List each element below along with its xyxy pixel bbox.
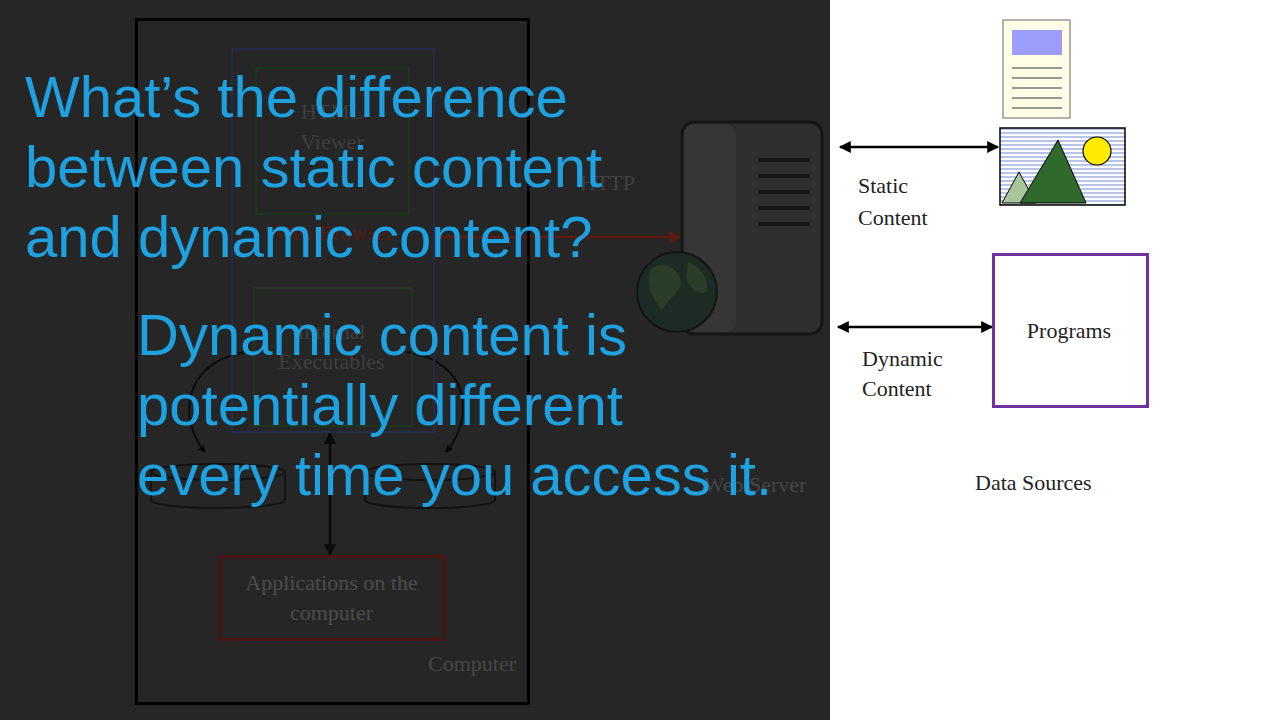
image-icon xyxy=(1020,140,1086,203)
image-icon xyxy=(1000,128,1125,205)
document-icon xyxy=(1012,107,1062,109)
server-icon xyxy=(758,190,810,194)
node-label: Applications on the computer xyxy=(239,568,424,628)
document-icon xyxy=(1003,20,1070,118)
server-icon xyxy=(758,222,810,226)
document-icon xyxy=(1012,77,1062,79)
document-icon xyxy=(1012,97,1062,99)
programs-box: Programs xyxy=(992,253,1149,408)
node-label: Programs xyxy=(997,316,1141,346)
image-icon xyxy=(1083,137,1111,165)
dark-panel xyxy=(0,0,830,720)
document-icon xyxy=(1012,87,1062,89)
server-icon xyxy=(680,120,830,360)
data-sources-label: Data Sources xyxy=(975,468,1145,498)
document-icon xyxy=(1012,68,1062,108)
image-icon xyxy=(1000,128,1125,205)
answer-text: Dynamic content is potentially different… xyxy=(137,300,777,510)
document-icon xyxy=(1012,67,1062,69)
node-label: Computer xyxy=(386,649,516,679)
server-icon xyxy=(758,206,810,210)
document-icon xyxy=(1012,30,1062,55)
white-panel xyxy=(830,0,1280,720)
static-arrow xyxy=(840,146,998,149)
server-icon xyxy=(686,262,707,293)
server-icon xyxy=(649,265,681,310)
server-icon xyxy=(637,252,717,332)
server-icon xyxy=(758,158,810,162)
dynamic-arrow xyxy=(838,326,992,329)
edge-label: Dynamic Content xyxy=(862,344,972,404)
document-icon xyxy=(1003,20,1070,118)
question-title: What’s the difference between static con… xyxy=(25,62,665,272)
static-content-label: Static Content xyxy=(858,170,958,234)
applications-box: Applications on the computer xyxy=(218,555,445,641)
server-icon xyxy=(758,174,810,178)
